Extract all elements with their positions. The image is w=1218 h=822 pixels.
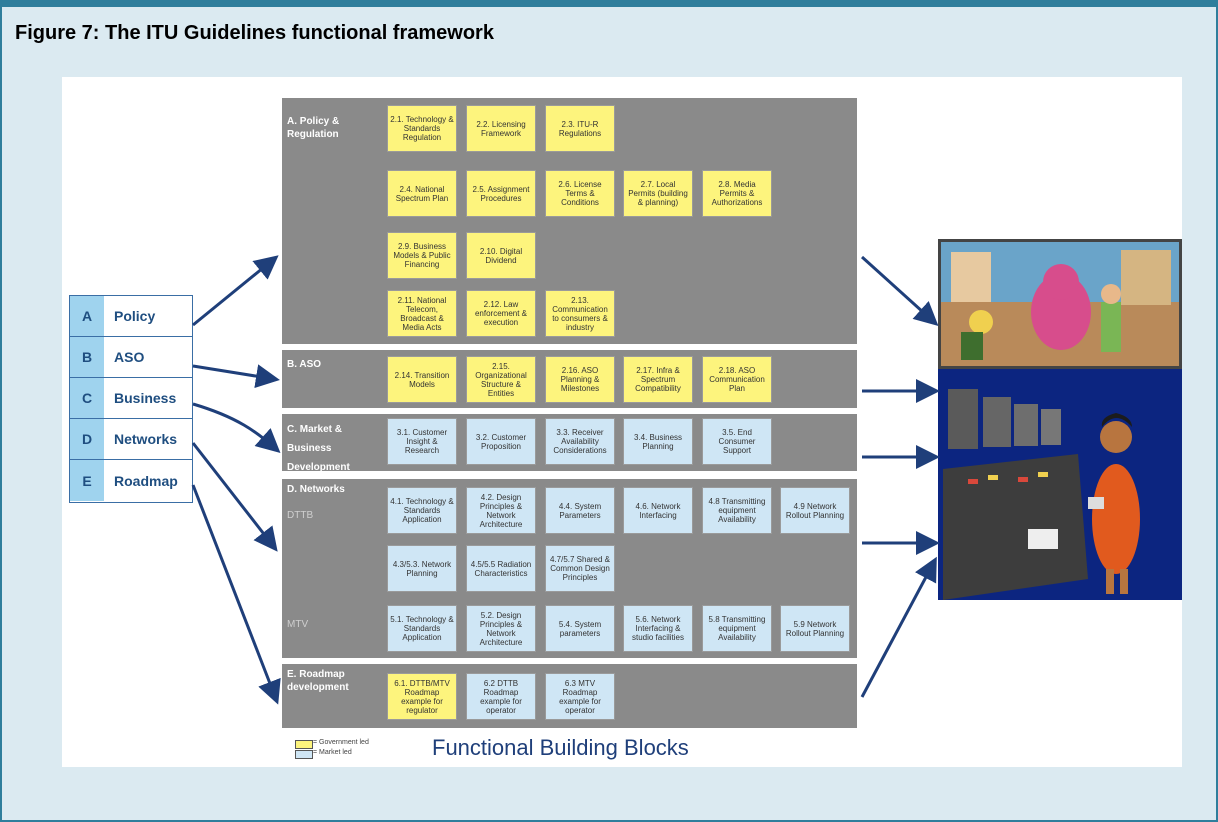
block-6-2[interactable]: 6.2 DTTB Roadmap example for operator (466, 673, 536, 720)
block-4-1[interactable]: 4.1. Technology & Standards Application (387, 487, 457, 534)
block-2-17[interactable]: 2.17. Infra & Spectrum Compatibility (623, 356, 693, 403)
block-2-12[interactable]: 2.12. Law enforcement & execution (466, 290, 536, 337)
band-label: E. Roadmap development (287, 669, 349, 693)
tv-screen-image (938, 239, 1182, 369)
sub-label-mtv: MTV (287, 619, 309, 630)
block-2-2[interactable]: 2.2. Licensing Framework (466, 105, 536, 152)
category-label: ASO (114, 349, 145, 365)
band-label: D. Networks (287, 484, 345, 495)
category-label: Networks (114, 431, 178, 447)
block-2-11[interactable]: 2.11. National Telecom, Broadcast & Medi… (387, 290, 457, 337)
block-4-7[interactable]: 4.7/5.7 Shared & Common Design Principle… (545, 545, 615, 592)
block-6-3[interactable]: 6.3 MTV Roadmap example for operator (545, 673, 615, 720)
block-3-3[interactable]: 3.3. Receiver Availability Consideration… (545, 418, 615, 465)
category-label: Policy (114, 308, 156, 324)
category-letter: A (70, 296, 104, 336)
block-6-1[interactable]: 6.1. DTTB/MTV Roadmap example for regula… (387, 673, 457, 720)
block-4-9[interactable]: 4.9 Network Rollout Planning (780, 487, 850, 534)
category-label: Business (114, 390, 177, 406)
category-letter: C (70, 378, 104, 418)
block-5-4[interactable]: 5.4. System parameters (545, 605, 615, 652)
category-letter: D (70, 419, 104, 459)
category-roadmap[interactable]: E Roadmap (70, 460, 192, 501)
block-2-18[interactable]: 2.18. ASO Communication Plan (702, 356, 772, 403)
legend-text-market: = Market led (313, 749, 352, 756)
arrow-roadmap-out (860, 556, 937, 698)
figure-caption: Figure 7: The ITU Guidelines functional … (15, 22, 494, 44)
arrow-networks (191, 442, 278, 552)
legend-swatch-market (295, 750, 313, 759)
block-4-2[interactable]: 4.2. Design Principles & Network Archite… (466, 487, 536, 534)
block-2-5[interactable]: 2.5. Assignment Procedures (466, 170, 536, 217)
block-5-2[interactable]: 5.2. Design Principles & Network Archite… (466, 605, 536, 652)
block-2-4[interactable]: 2.4. National Spectrum Plan (387, 170, 457, 217)
block-2-9[interactable]: 2.9. Business Models & Public Financing (387, 232, 457, 279)
block-2-15[interactable]: 2.15. Organizational Structure & Entitie… (466, 356, 536, 403)
block-3-4[interactable]: 3.4. Business Planning (623, 418, 693, 465)
arrow-to-tv (860, 255, 939, 327)
diagram-canvas: A Policy B ASO C Business D Networks E R… (62, 77, 1182, 767)
category-aso[interactable]: B ASO (70, 337, 192, 378)
block-2-6[interactable]: 2.6. License Terms & Conditions (545, 170, 615, 217)
category-label: Roadmap (114, 472, 178, 489)
arrow-roadmap (191, 484, 281, 705)
connector-arrows (191, 255, 940, 705)
arrow-business (192, 402, 281, 454)
category-list: A Policy B ASO C Business D Networks E R… (69, 295, 193, 503)
block-5-9[interactable]: 5.9 Network Rollout Planning (780, 605, 850, 652)
block-2-1[interactable]: 2.1. Technology & Standards Regulation (387, 105, 457, 152)
block-3-5[interactable]: 3.5. End Consumer Support (702, 418, 772, 465)
legend-swatch-government (295, 740, 313, 749)
block-5-6[interactable]: 5.6. Network Interfacing & studio facili… (623, 605, 693, 652)
band-label: C. Market & Business Development (287, 424, 350, 473)
band-label: A. Policy & Regulation (287, 116, 340, 140)
block-4-8[interactable]: 4.8 Transmitting equipment Availability (702, 487, 772, 534)
arrow-aso (192, 364, 280, 388)
block-5-1[interactable]: 5.1. Technology & Standards Application (387, 605, 457, 652)
block-2-7[interactable]: 2.7. Local Permits (building & planning) (623, 170, 693, 217)
category-policy[interactable]: A Policy (70, 296, 192, 337)
sub-label-dttb: DTTB (287, 510, 314, 521)
block-4-5[interactable]: 4.5/5.5 Radiation Characteristics (466, 545, 536, 592)
block-3-1[interactable]: 3.1. Customer Insight & Research (387, 418, 457, 465)
category-letter: E (70, 460, 104, 501)
legend-text-government: = Government led (313, 739, 369, 746)
category-business[interactable]: C Business (70, 378, 192, 419)
block-4-6[interactable]: 4.6. Network Interfacing (623, 487, 693, 534)
block-3-2[interactable]: 3.2. Customer Proposition (466, 418, 536, 465)
block-2-14[interactable]: 2.14. Transition Models (387, 356, 457, 403)
block-4-4[interactable]: 4.4. System Parameters (545, 487, 615, 534)
band-label: B. ASO (287, 359, 322, 370)
functional-building-blocks-title: Functional Building Blocks (432, 735, 689, 760)
block-2-16[interactable]: 2.16. ASO Planning & Milestones (545, 356, 615, 403)
operator-illustration (938, 369, 1182, 600)
block-2-8[interactable]: 2.8. Media Permits & Authorizations (702, 170, 772, 217)
block-2-13[interactable]: 2.13. Communication to consumers & indus… (545, 290, 615, 337)
category-letter: B (70, 337, 104, 377)
category-networks[interactable]: D Networks (70, 419, 192, 460)
block-4-3[interactable]: 4.3/5.3. Network Planning (387, 545, 457, 592)
arrow-policy (192, 255, 279, 327)
block-2-3[interactable]: 2.3. ITU-R Regulations (545, 105, 615, 152)
block-5-8[interactable]: 5.8 Transmitting equipment Availability (702, 605, 772, 652)
block-2-10[interactable]: 2.10. Digital Dividend (466, 232, 536, 279)
